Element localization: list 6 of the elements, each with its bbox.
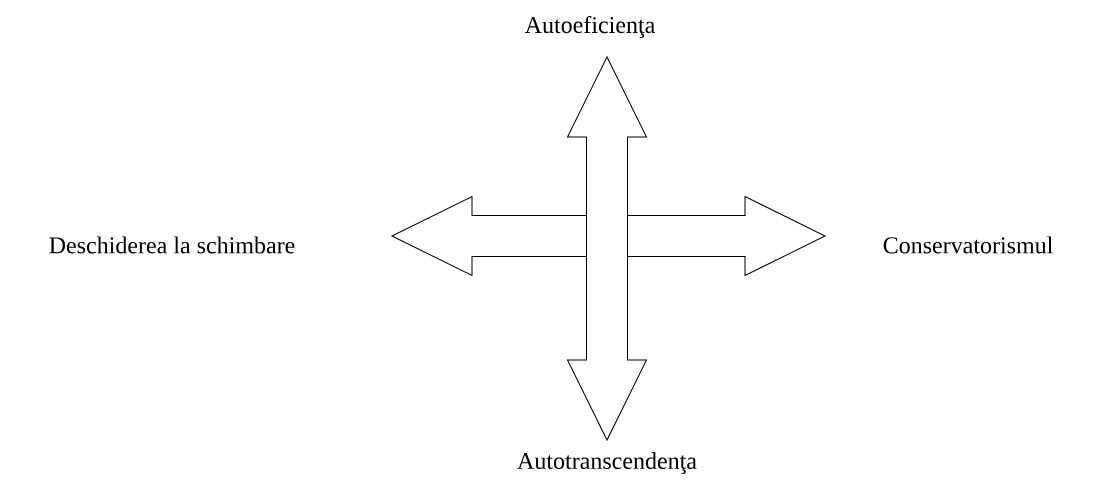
text-label: Autotranscendenţa (517, 452, 697, 474)
text-label: Autoeficienţa (524, 16, 655, 38)
block-arrow (567, 56, 647, 441)
text-label: Conservatorismul (883, 236, 1053, 254)
block-arrow (391, 196, 826, 276)
text-label: Deschiderea la schimbare (49, 236, 295, 254)
